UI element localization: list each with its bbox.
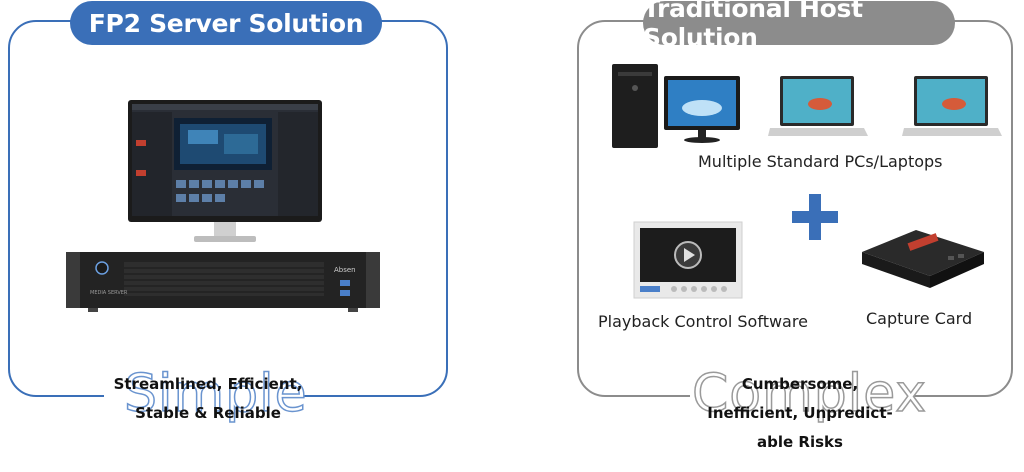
capture-label: Capture Card — [866, 309, 973, 328]
plus-icon — [792, 194, 838, 240]
fp2-title-pill: FP2 Server Solution — [70, 1, 382, 45]
fp2-title: FP2 Server Solution — [88, 8, 364, 38]
desktop-pc-illustration — [612, 64, 740, 148]
laptop-icon-2 — [902, 76, 1002, 136]
traditional-tagline: Cumbersome, Inefficient, Unpredict- able… — [707, 375, 893, 451]
brand-label: Absen — [334, 266, 356, 274]
media-server-illustration: MEDIA SERVER Absen — [66, 252, 380, 312]
fp2-tagline: Streamlined, Efficient, Stable & Reliabl… — [113, 375, 303, 422]
laptop-icon-1 — [768, 76, 868, 136]
traditional-title: Traditional Host Solution — [643, 0, 863, 52]
playback-label: Playback Control Software — [598, 312, 808, 331]
monitor-illustration — [128, 100, 322, 242]
simple-watermark: Simple — [123, 363, 308, 425]
complex-watermark: Complex — [691, 363, 928, 425]
traditional-title-pill: Traditional Host Solution — [643, 0, 955, 52]
capture-card-illustration — [862, 230, 984, 288]
playback-software-illustration — [633, 221, 743, 299]
server-label: MEDIA SERVER — [90, 290, 128, 296]
pcs-label: Multiple Standard PCs/Laptops — [698, 152, 943, 171]
